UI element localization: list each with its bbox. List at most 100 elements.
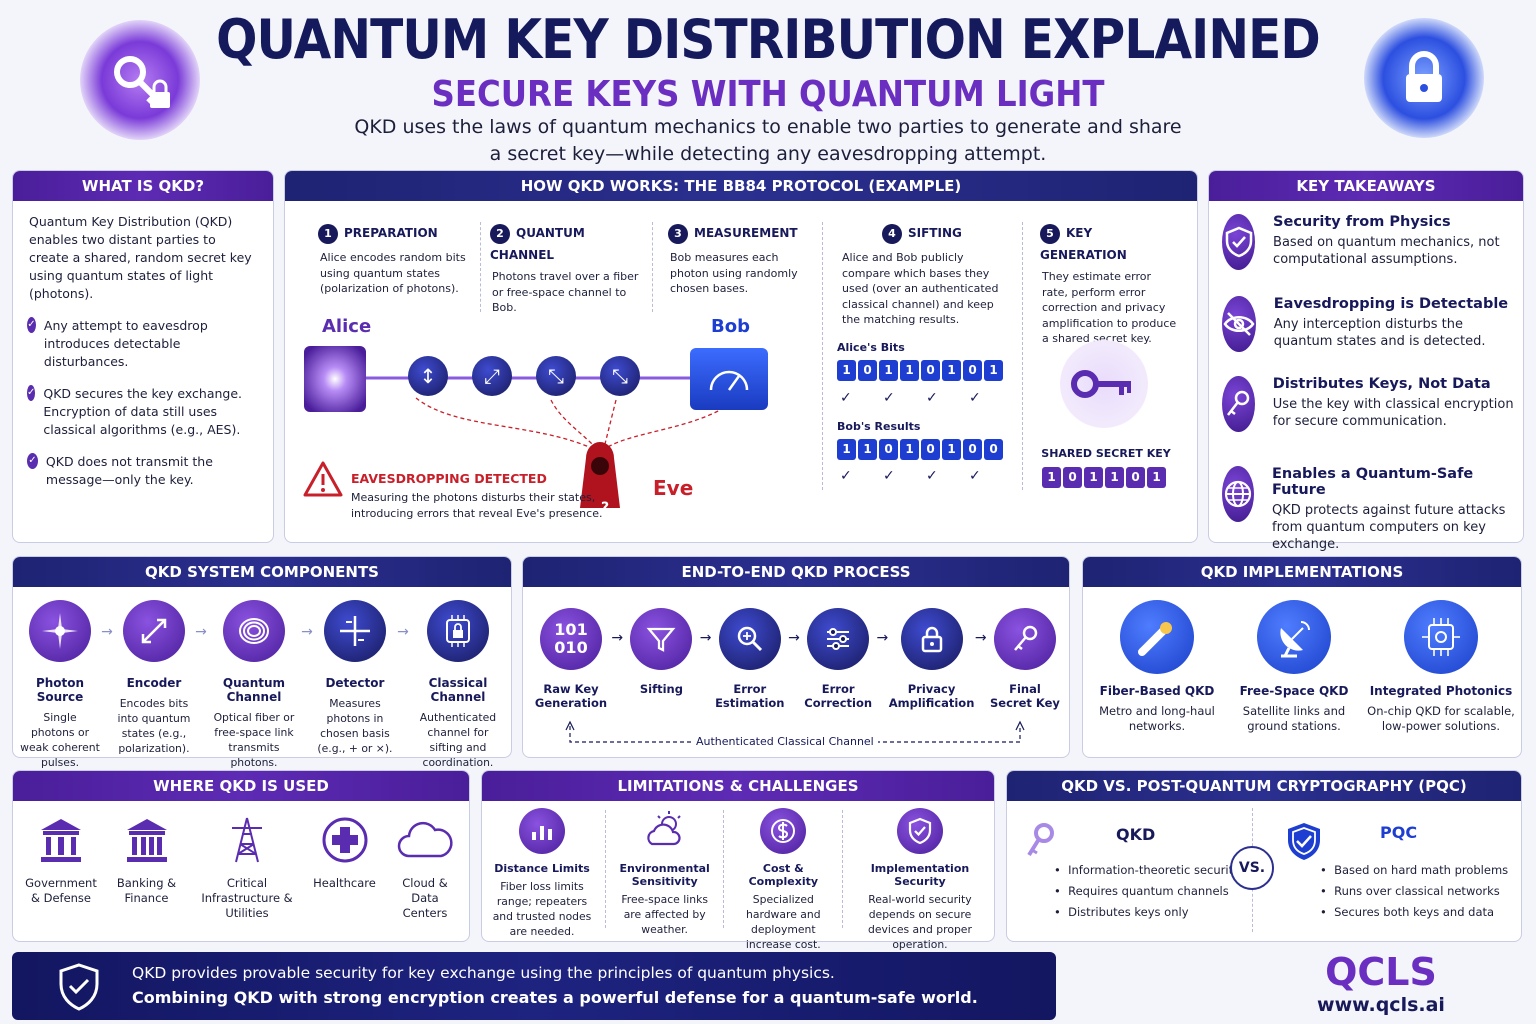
arrow-icon: → bbox=[699, 630, 712, 646]
limitations-panel: LIMITATIONS & CHALLENGES bbox=[481, 770, 995, 942]
warning-icon bbox=[303, 461, 343, 497]
check-icon: ✓ bbox=[840, 468, 852, 484]
arrow-icon: → bbox=[611, 630, 624, 646]
footer-banner: QKD provides provable security for key e… bbox=[12, 952, 1056, 1020]
magnifier-icon bbox=[718, 608, 781, 670]
process-error-estimation: Error Estimation bbox=[715, 608, 785, 710]
alice-label: Alice bbox=[322, 316, 372, 337]
use-healthcare: Healthcare bbox=[313, 816, 377, 921]
components-header: QKD SYSTEM COMPONENTS bbox=[13, 557, 511, 587]
eaves-title: EAVESDROPPING DETECTED bbox=[351, 471, 547, 486]
fiber-optic-icon bbox=[1120, 600, 1194, 674]
bob-bits-label: Bob's Results bbox=[837, 420, 921, 433]
bit-cell: 0 bbox=[1126, 467, 1145, 488]
check-icon: ✓ bbox=[840, 390, 852, 406]
pqc-vs-title: PQC bbox=[1380, 823, 1418, 842]
bit-cell: 1 bbox=[1147, 467, 1166, 488]
check-icon: ✓ bbox=[883, 468, 895, 484]
binary-icon: 101 010 bbox=[540, 608, 602, 670]
limit-cost: Cost & Complexity Specialized hardware a… bbox=[731, 808, 835, 952]
impl-integrated-photonics: Integrated Photonics On-chip QKD for sca… bbox=[1366, 600, 1516, 734]
vs-badge: VS. bbox=[1230, 846, 1274, 890]
bit-cell: 0 bbox=[879, 439, 898, 460]
page-title: QUANTUM KEY DISTRIBUTION EXPLAINED bbox=[216, 8, 1321, 71]
where-used-panel: WHERE QKD IS USED bbox=[12, 770, 470, 942]
dollar-icon bbox=[760, 808, 807, 854]
brand-url[interactable]: www.qcls.ai bbox=[1317, 994, 1445, 1016]
bar-chart-icon bbox=[519, 808, 565, 854]
photon-row: ↕ ⤢ ⤡ ⤡ bbox=[408, 356, 640, 396]
what-point-1: ✓Any attempt to eavesdrop introduces det… bbox=[27, 317, 208, 369]
limit-distance: Distance Limits Fiber loss limits range;… bbox=[486, 808, 598, 952]
shield-check-icon bbox=[1288, 823, 1320, 860]
bit-cell: 1 bbox=[942, 360, 961, 381]
photon-vertical-icon: ↕ bbox=[408, 356, 448, 396]
use-cloud: Cloud & Data Centers bbox=[388, 816, 462, 921]
key-icon bbox=[993, 608, 1056, 670]
bit-cell: 1 bbox=[900, 360, 919, 381]
page-subtitle: SECURE KEYS WITH QUANTUM LIGHT bbox=[431, 74, 1105, 115]
brand-logo: QCLS bbox=[1325, 950, 1437, 994]
photon-antidiagonal-icon-2: ⤡ bbox=[600, 356, 640, 396]
process-header: END-TO-END QKD PROCESS bbox=[523, 557, 1069, 587]
process-row: 101 010 Raw Key Generation → Sifting → E… bbox=[534, 608, 1060, 710]
padlock-orb-icon bbox=[1364, 18, 1484, 138]
qkd-vs-points: • Information-theoretic security • Requi… bbox=[1054, 863, 1240, 919]
key-icon bbox=[1222, 376, 1255, 432]
what-is-qkd-header: WHAT IS QKD? bbox=[13, 171, 273, 201]
intro-line-1: QKD uses the laws of quantum mechanics t… bbox=[354, 116, 1182, 138]
check-icon: ✓ bbox=[27, 385, 36, 401]
bit-cell: 1 bbox=[858, 439, 877, 460]
pqc-vs-points: • Based on hard math problems • Runs ove… bbox=[1320, 863, 1509, 919]
shared-key-icon bbox=[1060, 340, 1148, 428]
impl-free-space: Free-Space QKD Satellite links and groun… bbox=[1239, 600, 1349, 734]
arrow-icon: → bbox=[101, 624, 113, 640]
bit-cell: 0 bbox=[858, 360, 877, 381]
key-icon bbox=[1027, 823, 1054, 857]
process-privacy-amplification: Privacy Amplification bbox=[889, 608, 974, 710]
shared-key-label: SHARED SECRET KEY bbox=[1041, 447, 1171, 460]
impl-fiber: Fiber-Based QKD Metro and long-haul netw… bbox=[1092, 600, 1222, 734]
limitations-header: LIMITATIONS & CHALLENGES bbox=[482, 771, 994, 801]
bb84-diagram bbox=[304, 346, 768, 508]
check-icon: ✓ bbox=[926, 468, 938, 484]
check-icon: ✓ bbox=[883, 390, 895, 406]
bit-cell: 1 bbox=[837, 360, 856, 381]
bit-cell: 0 bbox=[963, 439, 982, 460]
process-panel: END-TO-END QKD PROCESS bbox=[522, 556, 1070, 758]
bank-icon bbox=[126, 819, 167, 862]
limitations-row: Distance Limits Fiber loss limits range;… bbox=[486, 808, 990, 952]
arrow-icon: → bbox=[876, 630, 889, 646]
encoder-arrows-icon bbox=[122, 600, 185, 662]
qkd-vs-pqc-header: QKD VS. POST-QUANTUM CRYPTOGRAPHY (PQC) bbox=[1007, 771, 1521, 801]
process-error-correction: Error Correction bbox=[803, 608, 873, 710]
funnel-icon bbox=[630, 608, 693, 670]
power-tower-icon bbox=[232, 817, 262, 863]
what-is-qkd-body: Quantum Key Distribution (QKD) enables t… bbox=[29, 214, 252, 301]
satellite-dish-icon bbox=[1257, 600, 1331, 674]
process-final-key: Final Secret Key bbox=[990, 608, 1060, 710]
intro-line-2: a secret key—while detecting any eavesdr… bbox=[489, 143, 1047, 165]
bit-cell: 1 bbox=[1105, 467, 1124, 488]
bit-cell: 0 bbox=[1063, 467, 1082, 488]
bit-cell: 1 bbox=[837, 439, 856, 460]
what-point-3: ✓QKD does not transmit the message—only … bbox=[27, 453, 213, 487]
alice-photon-source bbox=[304, 346, 366, 412]
where-used-header: WHERE QKD IS USED bbox=[13, 771, 469, 801]
bit-cell: 1 bbox=[900, 439, 919, 460]
bob-detector bbox=[690, 348, 768, 410]
shield-check-icon bbox=[1222, 214, 1256, 270]
intro-text: QKD uses the laws of quantum mechanics t… bbox=[340, 114, 1196, 168]
padlock-icon bbox=[900, 608, 963, 670]
arrow-icon: → bbox=[788, 630, 800, 646]
eve-question: ? bbox=[601, 500, 610, 516]
bit-cell: 0 bbox=[921, 360, 940, 381]
chip-lock-icon bbox=[426, 600, 489, 662]
footer-line-2: Combining QKD with strong encryption cre… bbox=[132, 988, 978, 1007]
key-takeaways-panel: KEY TAKEAWAYS bbox=[1208, 170, 1524, 543]
weather-icon bbox=[647, 811, 681, 846]
